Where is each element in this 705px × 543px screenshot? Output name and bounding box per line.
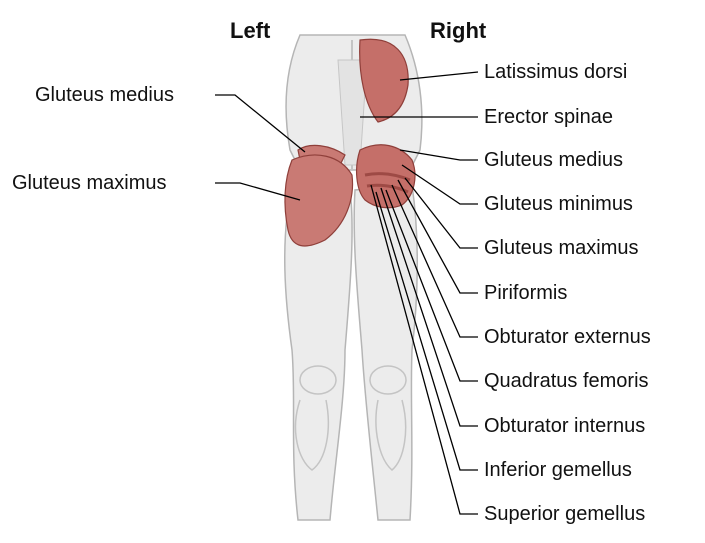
heading-left: Left: [230, 20, 270, 42]
label-quadratus-femoris: Quadratus femoris: [484, 371, 649, 391]
label-piriformis: Piriformis: [484, 283, 567, 303]
label-erector-spinae: Erector spinae: [484, 107, 613, 127]
label-gluteus-minimus: Gluteus minimus: [484, 194, 633, 214]
right-leg: [354, 185, 417, 520]
heading-right: Right: [430, 20, 486, 42]
label-right-gluteus-medius: Gluteus medius: [484, 150, 623, 170]
label-right-gluteus-maximus: Gluteus maximus: [484, 238, 639, 258]
label-left-gluteus-medius: Gluteus medius: [35, 85, 174, 105]
label-latissimus-dorsi: Latissimus dorsi: [484, 62, 627, 82]
label-inferior-gemellus: Inferior gemellus: [484, 460, 632, 480]
label-left-gluteus-maximus: Gluteus maximus: [12, 173, 167, 193]
label-superior-gemellus: Superior gemellus: [484, 504, 645, 524]
label-obturator-externus: Obturator externus: [484, 327, 651, 347]
label-obturator-internus: Obturator internus: [484, 416, 645, 436]
